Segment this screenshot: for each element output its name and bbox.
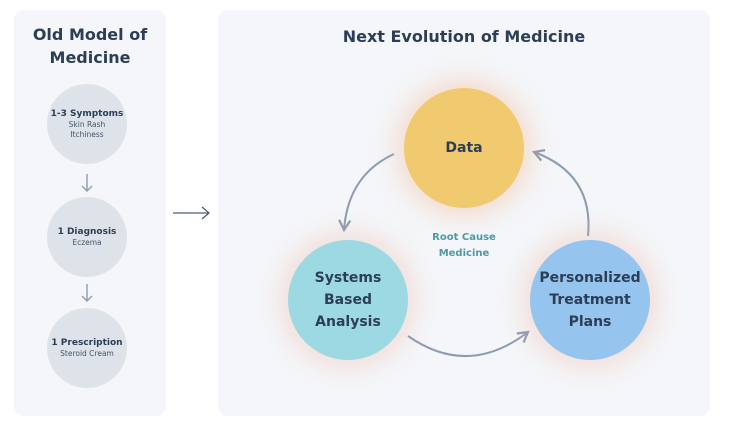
center-label: Root Cause Medicine [414,230,514,262]
node-data-label: Data [445,140,483,156]
center-label-line1: Root Cause [432,232,496,243]
old-step-prescription: 1 Prescription Steroid Cream [47,308,127,388]
old-model-title: Old Model of Medicine [14,23,166,69]
new-model-title: Next Evolution of Medicine [342,27,586,46]
node-plans-line3: Plans [568,314,612,330]
node-systems-line1: Systems [314,270,382,286]
node-systems-based-analysis: Systems Based Analysis [288,240,408,360]
old-step-symptoms-head: 1-3 Symptoms [50,109,124,119]
center-label-line2: Medicine [438,248,490,259]
old-step-prescription-head: 1 Prescription [51,338,123,348]
old-step-diagnosis-head: 1 Diagnosis [57,227,117,237]
node-plans-line2: Treatment [549,292,631,308]
node-data: Data [404,88,524,208]
cycle-arrows [338,149,590,357]
old-step-diagnosis-sub-1: Eczema [72,238,102,247]
node-systems-line3: Analysis [315,314,381,330]
cycle-arrow-systems-to-plans [407,330,530,357]
cycle-arrow-data-to-systems [338,153,395,233]
cycle-arrow-plans-to-data [531,149,590,237]
old-model-title-line1: Old Model of [32,25,148,44]
old-step-symptoms-sub-2: Itchiness [70,130,104,139]
node-plans-line1: Personalized [539,270,641,286]
new-model-panel: Next Evolution of Medicine Data Systems … [218,10,710,416]
old-step-symptoms-sub-1: Skin Rash [68,120,106,129]
right-arrow-icon [173,206,210,220]
old-step-symptoms: 1-3 Symptoms Skin Rash Itchiness [47,84,127,164]
down-arrow-icon [81,284,93,302]
node-systems-line2: Based [324,292,372,308]
node-personalized-treatment-plans: Personalized Treatment Plans [530,240,650,360]
old-step-prescription-sub-1: Steroid Cream [60,349,114,358]
old-step-diagnosis: 1 Diagnosis Eczema [47,197,127,277]
down-arrow-icon [81,174,93,192]
old-model-panel: Old Model of Medicine 1-3 Symptoms Skin … [14,10,166,416]
old-model-title-line2: Medicine [49,48,131,67]
